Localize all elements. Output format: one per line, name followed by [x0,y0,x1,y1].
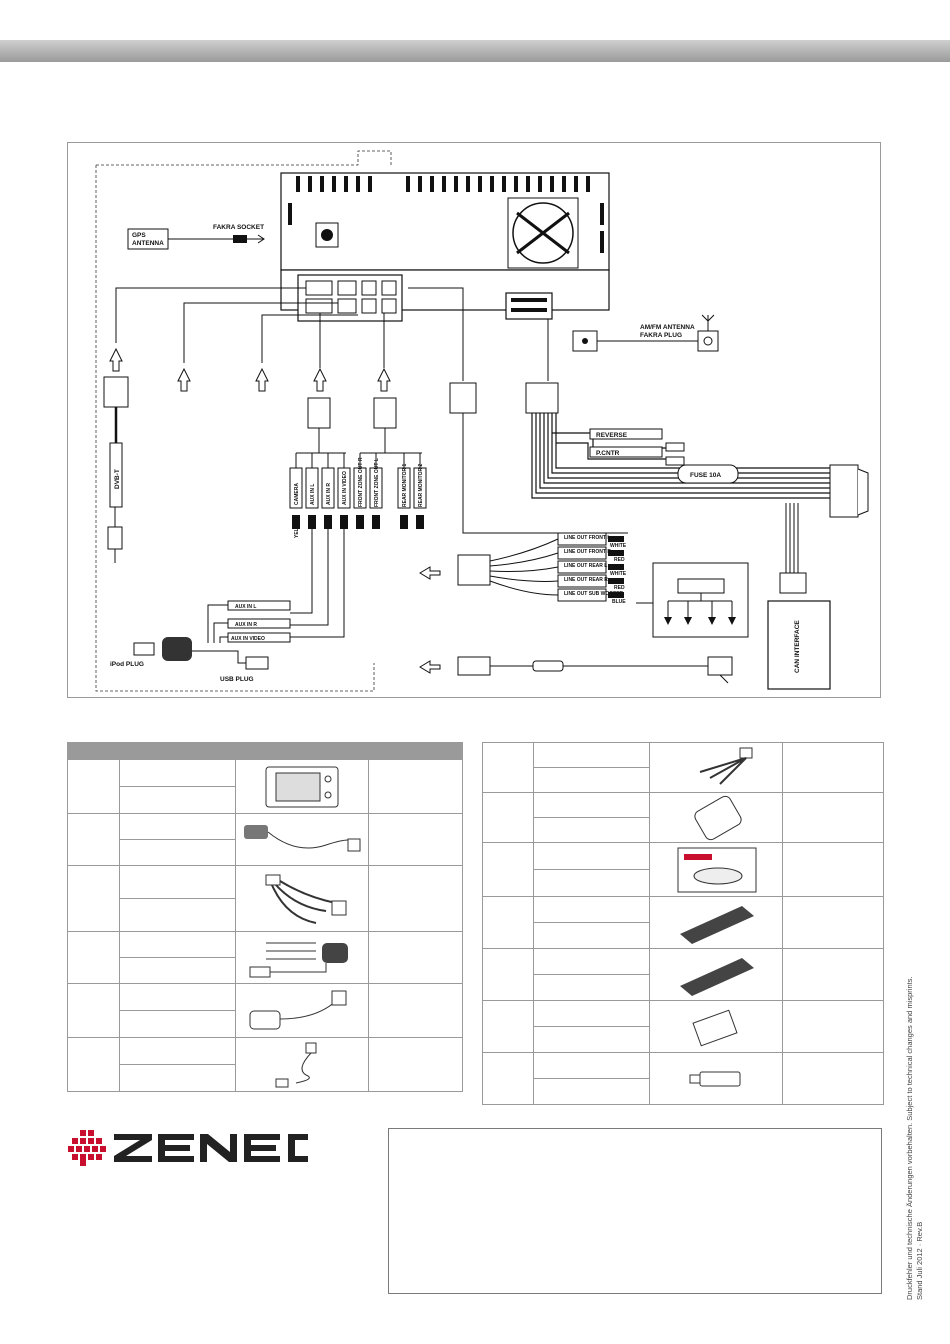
wiring-harness-thumbnail [235,865,370,932]
fuse-label: FUSE 10A [690,472,721,479]
manual-2-thumbnail [649,948,784,1001]
aux-l-label: AUX IN L [310,484,316,505]
remote-control-thumbnail [649,792,784,843]
accessory-table-left [66,742,463,1092]
lo-front-r-label: LINE OUT FRONT R [564,549,611,555]
lo-rear-l-label: LINE OUT REAR L [564,563,607,569]
security-code-card-thumbnail [649,842,784,897]
dvbt-label: DVB-T [114,469,121,489]
ipod-cable-thumbnail [235,931,370,984]
aux-r-label: AUX IN R [326,483,332,505]
lo-front-l-color: WHITE [610,543,627,549]
gps-antenna-thumbnail [235,813,370,866]
disclaimer-line-1: Druckfehler und technische Änderungen vo… [905,976,914,1300]
can-interface-label: CAN INTERFACE [794,620,801,673]
fuse [677,464,739,484]
wiring-diagram: GPS ANTENNA FAKRA SOCKET AM/FM ANTENNA F… [67,142,881,698]
remote-connector [457,656,491,676]
usb-plug-label: USB PLUG [220,676,254,683]
lo-sub-label: LINE OUT SUB WOOFER [564,591,624,597]
lo-front-l-label: LINE OUT FRONT L [564,535,610,541]
zenec-wordmark [114,1134,308,1162]
lo-rear-r-color: RED [614,585,625,591]
lo-rear-l-color: WHITE [610,571,627,577]
head-unit-back [280,172,610,352]
lo-front-r-color: RED [614,557,625,563]
usb-plug [245,656,269,670]
ipod-plug-label: iPod PLUG [110,661,144,668]
rca-adapter-thumbnail [649,742,784,793]
can-interface [767,600,831,690]
accessory-table-right [482,742,884,1105]
gps-label-2: ANTENNA [132,240,164,247]
pcntr-label: P.CNTR [596,450,620,457]
rear-monitor-1-label: REAR MONITOR 1 [402,464,408,507]
usb-stick-thumbnail [649,1052,784,1105]
disclaimer-line-2: Stand Juli 2012 · Rev.B [915,1221,924,1300]
camera-label: CAMERA [294,483,300,505]
disclaimer-note: Druckfehler und technische Änderungen vo… [905,970,925,1300]
aux-harness-connector [307,397,331,429]
line-out-connector [457,554,491,586]
dvbt-module-thumbnail [235,983,370,1038]
lo-sub-color: BLUE [612,599,626,605]
camera-color-label: YELLOW [294,516,300,538]
aux-in-video-label: AUX IN VIDEO [231,636,265,642]
amfm-antenna [697,330,719,352]
ipod-adapter [162,637,192,661]
module-box-thumbnail [649,1000,784,1053]
zone-harness-connector [373,397,397,429]
center-connector [449,382,477,414]
up-arrows [109,347,391,392]
fakra-socket-label: FAKRA SOCKET [213,224,264,231]
zenec-logo [68,1130,308,1166]
gps-label-1: GPS [132,232,146,239]
iso-harness-connector [525,382,559,414]
amfm-label-2: FAKRA PLUG [640,332,682,339]
manual-1-thumbnail [649,896,784,949]
aux-in-r-label: AUX IN R [235,622,257,628]
aux-in-l-label: AUX IN L [235,604,256,610]
wiring-diagram-svg: GPS ANTENNA FAKRA SOCKET AM/FM ANTENNA F… [95,150,869,692]
reverse-label: REVERSE [596,432,628,439]
head-unit-thumbnail [235,759,370,814]
vehicle-plug [829,464,859,518]
front-zone-r-label: FRONT ZONE OUT R [358,457,364,507]
rear-monitor-2-label: REAR MONITOR 2 [418,464,424,507]
aux-video-label: AUX IN VIDEO [342,471,348,505]
lo-rear-r-label: LINE OUT REAR R [564,577,608,583]
dashed-outline [95,150,392,692]
accessory-table-left-header [67,742,463,760]
dvbt-connector [103,376,129,408]
extension-cable-thumbnail [235,1037,370,1092]
notes-box [388,1128,882,1294]
top-header-bar [0,40,950,62]
front-zone-l-label: FRONT ZONE OUT L [374,458,380,507]
amfm-label-1: AM/FM ANTENNA [640,324,695,331]
zenec-logo-mark [68,1130,308,1166]
